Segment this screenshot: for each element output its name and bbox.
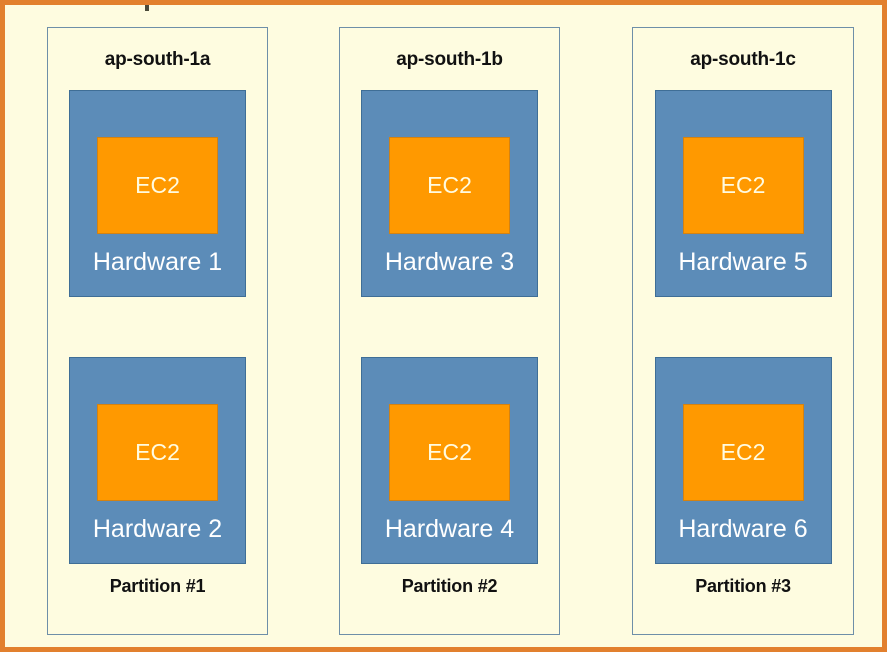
partition-label: Partition #2 xyxy=(401,576,498,596)
availability-zone-title: ap-south-1c xyxy=(690,49,796,70)
hardware-box: EC2 Hardware 3 xyxy=(361,90,538,297)
ec2-instance-label: EC2 xyxy=(135,172,180,198)
availability-zones-row: ap-south-1a EC2 Hardware 1 EC2 Hardware … xyxy=(5,5,882,647)
hardware-label: Hardware 5 xyxy=(678,248,808,276)
ec2-instance-box: EC2 xyxy=(97,404,218,501)
clipped-heading-remnant xyxy=(145,5,149,11)
availability-zone-panel: ap-south-1c EC2 Hardware 5 EC2 Hardware … xyxy=(632,27,854,635)
hardware-box: EC2 Hardware 6 xyxy=(654,357,832,564)
availability-zone-title: ap-south-1b xyxy=(396,49,503,70)
hardware-stack: EC2 Hardware 1 EC2 Hardware 2 xyxy=(69,90,246,564)
hardware-label: Hardware 6 xyxy=(678,515,808,543)
hardware-box: EC2 Hardware 4 xyxy=(361,357,538,564)
ec2-instance-box: EC2 xyxy=(389,404,510,501)
ec2-instance-label: EC2 xyxy=(427,172,472,198)
hardware-label: Hardware 1 xyxy=(92,248,223,276)
ec2-instance-label: EC2 xyxy=(720,172,766,198)
hardware-box: EC2 Hardware 1 xyxy=(69,90,246,297)
ec2-instance-box: EC2 xyxy=(682,137,804,234)
hardware-label: Hardware 3 xyxy=(384,248,515,276)
ec2-instance-box: EC2 xyxy=(389,137,510,234)
hardware-stack: EC2 Hardware 3 EC2 Hardware 4 xyxy=(361,90,538,564)
availability-zone-panel: ap-south-1a EC2 Hardware 1 EC2 Hardware … xyxy=(47,27,268,635)
availability-zone-panel: ap-south-1b EC2 Hardware 3 EC2 Hardware … xyxy=(339,27,560,635)
hardware-box: EC2 Hardware 2 xyxy=(69,357,246,564)
hardware-stack: EC2 Hardware 5 EC2 Hardware 6 xyxy=(654,90,832,564)
ec2-instance-label: EC2 xyxy=(720,439,766,465)
availability-zone-title: ap-south-1a xyxy=(104,49,211,70)
ec2-instance-label: EC2 xyxy=(427,439,472,465)
hardware-box: EC2 Hardware 5 xyxy=(654,90,832,297)
ec2-instance-label: EC2 xyxy=(135,439,180,465)
ec2-instance-box: EC2 xyxy=(682,404,804,501)
partition-label: Partition #3 xyxy=(695,576,791,596)
hardware-label: Hardware 4 xyxy=(384,515,515,543)
hardware-label: Hardware 2 xyxy=(92,515,223,543)
ec2-instance-box: EC2 xyxy=(97,137,218,234)
partition-label: Partition #1 xyxy=(109,576,206,596)
